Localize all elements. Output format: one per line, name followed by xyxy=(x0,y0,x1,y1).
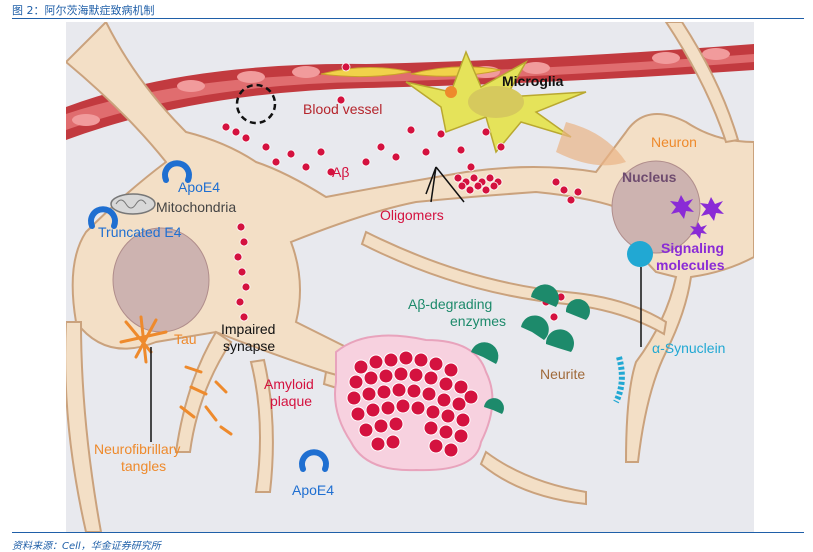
alpha-synuclein-icon xyxy=(613,241,653,404)
label-synapse: synapse xyxy=(223,338,275,354)
label-truncated-e4: Truncated E4 xyxy=(98,224,182,240)
label-abeta-degrading: Aβ-degrading xyxy=(408,296,492,312)
blood-vessel xyxy=(66,44,754,140)
label-abeta: Aβ xyxy=(332,164,349,180)
left-neuron-nucleus xyxy=(112,227,210,333)
label-apoe4-top: ApoE4 xyxy=(178,179,220,195)
truncated-e4-icon xyxy=(88,206,118,229)
microglia-cell xyxy=(405,49,626,166)
circulation-arrows-icon xyxy=(235,83,277,125)
label-tangles: tangles xyxy=(121,458,166,474)
label-mitochondria: Mitochondria xyxy=(156,199,236,215)
label-plaque: plaque xyxy=(270,393,312,409)
tau-tangles-icon xyxy=(119,315,233,436)
apoe4-bottom-icon xyxy=(299,449,329,472)
label-neurofibrillary: Neurofibrillary xyxy=(94,441,180,457)
label-enzymes: enzymes xyxy=(450,313,506,329)
label-oligomers: Oligomers xyxy=(380,207,444,223)
label-alpha-synuclein: α-Synuclein xyxy=(652,340,725,356)
leader-lines xyxy=(150,166,642,442)
label-signaling: Signaling xyxy=(661,240,724,256)
alzheimers-mechanism-diagram: Blood vessel Microglia Neuron Nucleus Si… xyxy=(66,22,754,532)
abeta-degrading-enzymes-icon xyxy=(471,284,590,414)
label-impaired: Impaired xyxy=(221,321,275,337)
label-molecules: molecules xyxy=(656,257,725,273)
amyloid-plaque xyxy=(334,334,494,472)
label-neurite: Neurite xyxy=(540,366,585,382)
right-neuron-nucleus xyxy=(611,160,701,254)
label-apoe4-bottom: ApoE4 xyxy=(292,482,334,498)
bottom-rule xyxy=(12,532,804,533)
label-amyloid: Amyloid xyxy=(264,376,314,392)
activation-burst-icon xyxy=(445,86,457,98)
mitochondria-icon xyxy=(110,193,156,215)
label-blood-vessel: Blood vessel xyxy=(303,101,382,117)
top-rule xyxy=(12,18,804,19)
label-tau: Tau xyxy=(174,331,197,347)
source-note: 资料来源：Cell，华金证券研究所 xyxy=(12,541,161,552)
abeta-particles xyxy=(221,62,583,322)
label-nucleus: Nucleus xyxy=(622,169,677,185)
figure-title: 图 2：阿尔茨海默症致病机制 xyxy=(12,4,155,17)
signaling-molecules-icon xyxy=(670,195,724,239)
label-microglia: Microglia xyxy=(502,73,564,89)
apoe4-top-icon xyxy=(162,160,192,183)
label-neuron: Neuron xyxy=(651,134,697,150)
